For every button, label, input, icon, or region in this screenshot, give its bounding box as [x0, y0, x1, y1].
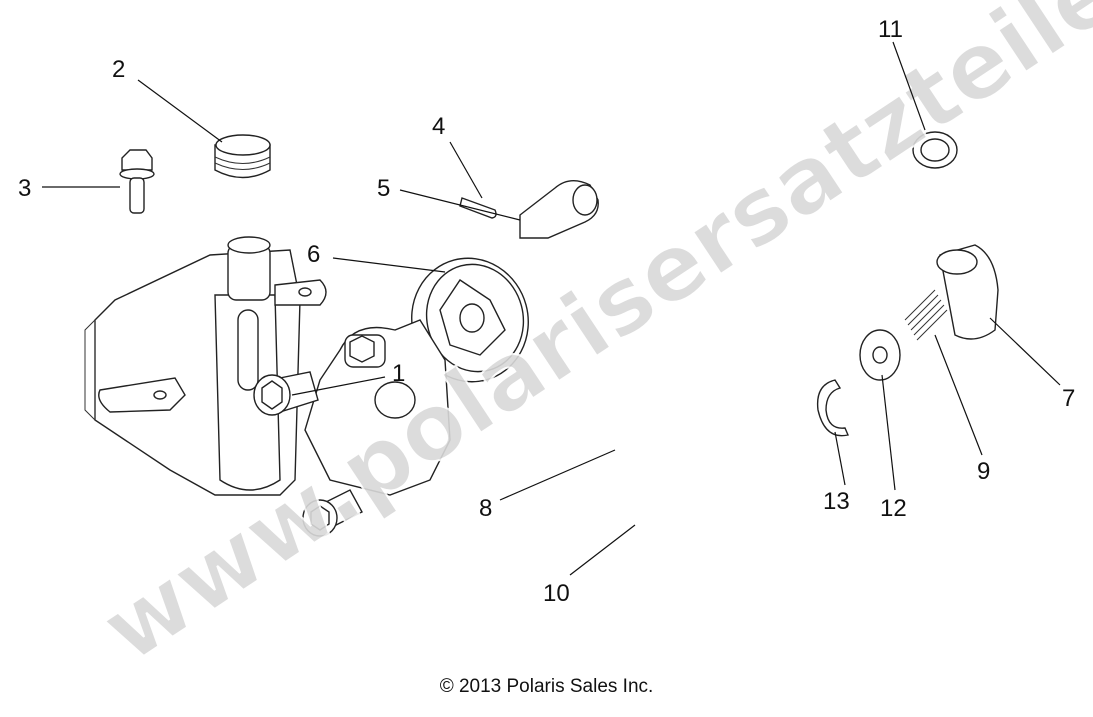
callout-12: 12 [880, 495, 907, 522]
part-3-bolt [119, 149, 155, 214]
part-9-spring [904, 289, 948, 341]
callout-13: 13 [823, 488, 850, 515]
callout-3: 3 [18, 175, 31, 202]
callout-8: 8 [479, 495, 492, 522]
callout-4: 4 [432, 113, 445, 140]
callout-7: 7 [1062, 385, 1075, 412]
part-2-plug [214, 134, 271, 179]
part-1-filter [84, 236, 327, 496]
part-4-pin [459, 197, 497, 219]
part-12-washer [859, 329, 901, 381]
callout-9: 9 [977, 458, 990, 485]
part-8-pump-body [304, 319, 451, 496]
callout-11: 11 [878, 16, 903, 43]
copyright-notice: © 2013 Polaris Sales Inc. [439, 676, 654, 697]
callout-2: 2 [112, 56, 125, 83]
part-6-rotor [411, 257, 529, 383]
part-10-bolts [253, 371, 363, 537]
part-13-snap-ring [816, 379, 849, 437]
callout-6: 6 [307, 241, 320, 268]
leader-lines [42, 41, 1061, 576]
part-11-washer [912, 131, 958, 169]
callout-1: 1 [392, 360, 405, 387]
callout-10: 10 [543, 580, 570, 607]
callout-5: 5 [377, 175, 390, 202]
part-7-cap [936, 244, 999, 340]
part-5-shaft [519, 180, 599, 239]
